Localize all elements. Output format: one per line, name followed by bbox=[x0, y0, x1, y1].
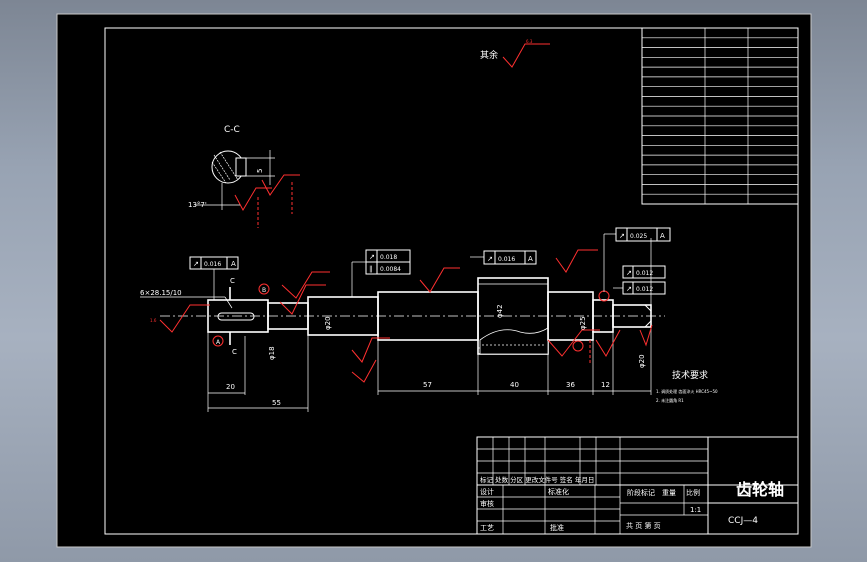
label-stage: 阶段标记 bbox=[627, 488, 655, 497]
label-approve: 批准 bbox=[550, 523, 564, 532]
dim-40: 40 bbox=[510, 381, 519, 389]
datum-marks bbox=[212, 283, 610, 352]
label-standard: 标准化 bbox=[548, 487, 569, 496]
dim-12: 12 bbox=[601, 381, 610, 389]
svg-text:↗: ↗ bbox=[619, 232, 625, 240]
scale-value: 1:1 bbox=[690, 506, 701, 514]
keyway-dim: 13°7' bbox=[188, 201, 207, 209]
tol-2: 0.018 bbox=[380, 254, 397, 261]
tolerance-frame-gear: ↗ A bbox=[470, 250, 537, 265]
dimensions bbox=[207, 238, 652, 412]
svg-text:↗: ↗ bbox=[487, 255, 493, 263]
tolerance-frame-left: ↗ A bbox=[189, 256, 239, 300]
gear-shaft bbox=[160, 277, 665, 355]
svg-text:6.3: 6.3 bbox=[526, 39, 533, 44]
tolerance-frame-mid: ↗ ∥ bbox=[351, 249, 411, 297]
tech-req-line-1: 1. 调质处理 齿面淬火 HRC45~50 bbox=[656, 388, 718, 394]
svg-text:φ25: φ25 bbox=[579, 316, 587, 330]
section-label: C-C bbox=[224, 125, 240, 135]
svg-text:φ20: φ20 bbox=[638, 354, 646, 368]
svg-text:↗: ↗ bbox=[193, 260, 199, 268]
tol-3: 0.0084 bbox=[380, 266, 401, 273]
diameter-labels: φ18 φ20 φ42 φ25 φ20 bbox=[268, 304, 646, 368]
roughness-marks: 1.6 bbox=[150, 249, 653, 383]
dim-55: 55 bbox=[272, 399, 281, 407]
dim-36: 36 bbox=[566, 381, 575, 389]
label-c-bottom: C bbox=[232, 348, 237, 356]
label-scale: 比例 bbox=[686, 488, 700, 497]
tolerance-frame-right: ↗ ↗ bbox=[613, 265, 666, 295]
surface-note: 其余 bbox=[480, 49, 498, 61]
label-process: 工艺 bbox=[480, 524, 494, 532]
svg-text:↗: ↗ bbox=[626, 285, 632, 293]
tol-7: 0.012 bbox=[636, 286, 653, 293]
tech-req-title: 技术要求 bbox=[672, 369, 708, 381]
label-weight: 重量 bbox=[662, 489, 676, 497]
svg-text:A: A bbox=[660, 232, 665, 240]
title-row-header: 标记 处数 分区 更改文件号 签名 年月日 bbox=[480, 475, 594, 484]
label-c-top: C bbox=[230, 277, 235, 285]
part-name: 齿轮轴 bbox=[736, 480, 784, 499]
datum-a: A bbox=[216, 339, 221, 346]
svg-text:5: 5 bbox=[256, 169, 264, 173]
tol-5: 0.025 bbox=[630, 233, 647, 240]
svg-text:1.6: 1.6 bbox=[150, 318, 157, 323]
section-c-c: 5 bbox=[195, 150, 300, 228]
label-sheets: 共 页 第 页 bbox=[626, 521, 661, 530]
svg-text:A: A bbox=[528, 255, 533, 263]
label-design: 设计 bbox=[480, 487, 494, 496]
svg-text:↗: ↗ bbox=[369, 253, 375, 261]
svg-text:φ20: φ20 bbox=[324, 316, 332, 330]
tolerance-frame-top-right: ↗ A bbox=[603, 227, 671, 292]
tech-req-line-2: 2. 未注圆角 R1 bbox=[656, 397, 684, 403]
drawing-border bbox=[104, 27, 799, 535]
datum-b: B bbox=[262, 287, 266, 294]
dim-20: 20 bbox=[226, 383, 235, 391]
spline-spec: 6×28.15/10 bbox=[140, 289, 182, 297]
dim-57: 57 bbox=[423, 381, 432, 389]
svg-text:φ42: φ42 bbox=[496, 304, 504, 318]
svg-text:A: A bbox=[231, 260, 236, 268]
tol-4: 0.016 bbox=[498, 256, 515, 263]
label-check: 审核 bbox=[480, 499, 494, 508]
svg-text:↗: ↗ bbox=[626, 269, 632, 277]
drawing-sheet bbox=[56, 13, 812, 548]
svg-text:∥: ∥ bbox=[369, 265, 373, 273]
tol-6: 0.012 bbox=[636, 270, 653, 277]
roughness-symbol-general: 6.3 bbox=[502, 39, 550, 68]
gear-parameter-table bbox=[641, 27, 799, 205]
title-block bbox=[476, 436, 799, 535]
svg-text:φ18: φ18 bbox=[268, 346, 276, 360]
tol-1: 0.016 bbox=[204, 261, 221, 268]
drawing-number: CCJ—4 bbox=[728, 516, 758, 526]
